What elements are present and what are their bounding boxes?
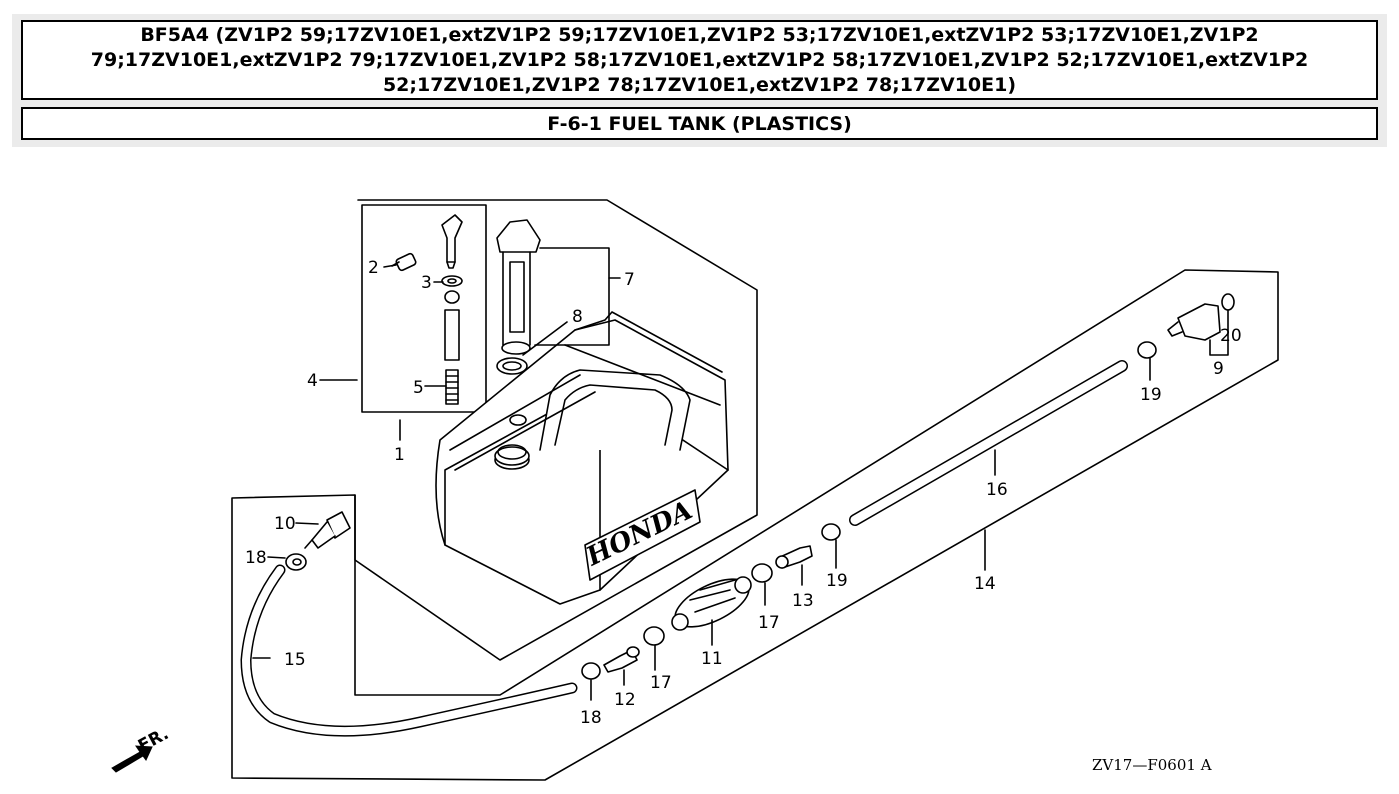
callout-8: 8 bbox=[572, 307, 583, 327]
callout-15: 15 bbox=[284, 650, 306, 670]
front-direction-arrow: FR. bbox=[111, 724, 172, 773]
tank-connector-part bbox=[304, 511, 351, 549]
gauge-subassembly-frame bbox=[361, 204, 487, 413]
page-title: BF5A4 (ZV1P2 59;17ZV10E1,extZV1P2 59;17Z… bbox=[21, 20, 1378, 100]
engine-connector-part bbox=[1167, 303, 1221, 341]
callout-9: 9 bbox=[1213, 359, 1224, 379]
parts-diagram: HONDA bbox=[111, 199, 1279, 781]
gauge-elbow-fitting bbox=[441, 214, 463, 269]
strainer-part bbox=[445, 369, 459, 405]
callout-labels: 1 2 3 4 5 7 8 9 10 11 12 13 14 15 16 17 … bbox=[245, 258, 1242, 728]
callout-18-a: 18 bbox=[245, 548, 267, 568]
hose-clip-part bbox=[285, 553, 307, 571]
callout-16: 16 bbox=[986, 480, 1008, 500]
fuel-tank bbox=[435, 311, 729, 605]
callout-19-a: 19 bbox=[826, 571, 848, 591]
callout-4: 4 bbox=[307, 371, 318, 391]
hose-clip-part-2 bbox=[581, 662, 601, 680]
washer-part bbox=[441, 275, 463, 287]
callout-3: 3 bbox=[421, 273, 432, 293]
clip-part-19b bbox=[1137, 341, 1157, 359]
callout-11: 11 bbox=[701, 649, 723, 669]
callout-2: 2 bbox=[368, 258, 379, 278]
fuel-gauge-part bbox=[496, 219, 541, 355]
callout-20: 20 bbox=[1220, 326, 1242, 346]
callout-5: 5 bbox=[413, 378, 424, 398]
section-title: F-6-1 FUEL TANK (PLASTICS) bbox=[21, 107, 1378, 140]
callout-19-b: 19 bbox=[1140, 385, 1162, 405]
callout-17-b: 17 bbox=[758, 613, 780, 633]
clip-part-19a bbox=[821, 523, 841, 541]
o-ring-part-20 bbox=[1221, 293, 1235, 311]
callout-13: 13 bbox=[792, 591, 814, 611]
fuel-line-frame bbox=[231, 269, 1279, 781]
gasket-part bbox=[496, 357, 528, 375]
drawing-code: ZV17—F0601 A bbox=[1092, 756, 1212, 774]
callout-7: 7 bbox=[624, 270, 635, 290]
clip-part-17a bbox=[643, 626, 665, 646]
callout-17-a: 17 bbox=[650, 673, 672, 693]
joint-part-13 bbox=[775, 545, 813, 569]
primer-bulb-part bbox=[671, 576, 752, 631]
callout-14: 14 bbox=[974, 574, 996, 594]
clip-part-17b bbox=[751, 563, 773, 583]
vent-screw-part bbox=[391, 252, 417, 272]
callout-1: 1 bbox=[394, 445, 405, 465]
o-ring-part bbox=[444, 290, 460, 304]
callout-18-b: 18 bbox=[580, 708, 602, 728]
callout-10: 10 bbox=[274, 514, 296, 534]
joint-part bbox=[603, 646, 640, 673]
gauge-tube-part bbox=[444, 309, 460, 361]
callout-12: 12 bbox=[614, 690, 636, 710]
